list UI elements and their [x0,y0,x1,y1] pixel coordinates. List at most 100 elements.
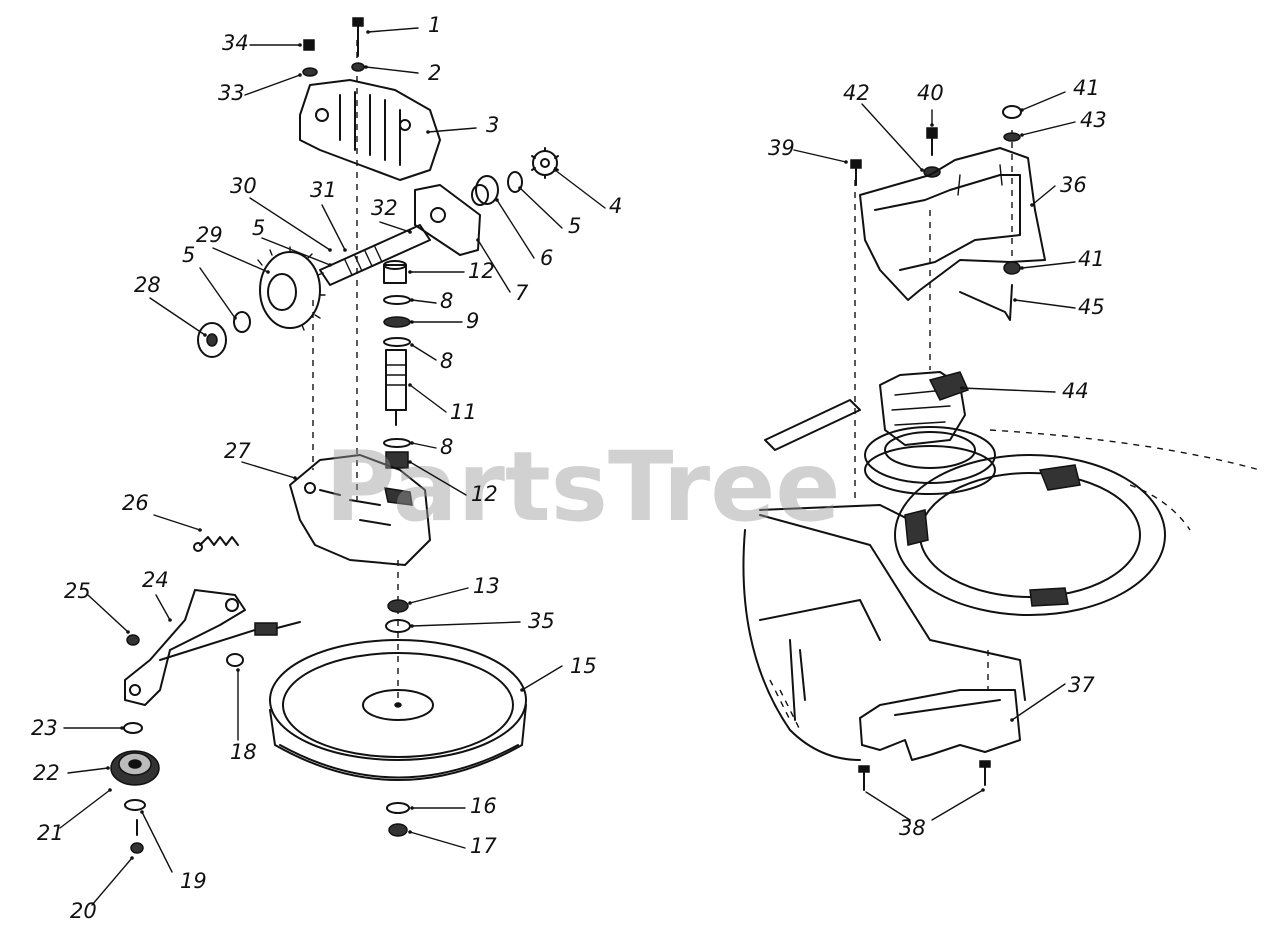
leader-arrow-c27 [293,476,297,480]
callout-c12b: 12 [471,482,498,506]
callout-c41b: 41 [1078,247,1105,271]
leader-arrow-c26 [198,528,202,532]
leader-line-c32 [379,221,411,233]
leader-arrow-c39 [844,160,848,164]
leader-arrow-c41b [1020,266,1024,270]
leader-line-c29 [212,247,269,273]
callout-c31: 31 [310,178,337,202]
leader-arrow-c6 [495,198,499,202]
auger-housing-assembly [742,105,1261,791]
callout-c8c: 8 [440,435,453,459]
leader-arrow-c18 [236,668,240,672]
callout-c45: 45 [1078,295,1105,319]
leader-line-c5a [519,187,563,229]
leader-arrow-c16 [410,806,414,810]
part-38-screws [858,760,991,791]
part-16-washer [386,802,410,814]
leader-arrow-c15 [520,688,524,692]
part-45-rod [959,284,1013,321]
part-housing-pulley [864,426,996,495]
part-20-bolt [130,819,144,854]
part-29-gear [257,246,326,331]
gearbox-assembly [110,17,559,854]
leader-line-c3 [427,127,477,133]
part-7-plate [414,184,481,256]
leader-line-c31 [321,204,346,251]
part-1-bolt [352,17,364,57]
callout-c6: 6 [540,246,553,270]
leader-line-c22 [67,767,109,774]
part-39-bolt [850,159,862,186]
callout-c4: 4 [609,194,622,218]
leader-line-c27 [241,461,296,479]
leader-arrow-c40 [930,123,934,127]
leader-line-c42 [861,103,923,171]
callout-c5a: 5 [568,214,581,238]
leader-line-c39 [793,149,847,163]
callout-c39: 39 [768,136,795,160]
leader-line-c7 [477,239,511,293]
leader-arrow-c3 [426,130,430,134]
callout-c30: 30 [230,174,257,198]
part-12-bushing-top [383,260,407,284]
leader-arrow-c5b [328,263,332,267]
part-18-nut [226,653,244,667]
part-24-idler-arm [124,589,246,706]
leader-arrow-c8a [410,298,414,302]
part-11-gear-shaft [385,349,407,426]
leader-line-c5c [199,267,236,319]
callout-c32: 32 [371,196,398,220]
leader-line-c26 [153,514,201,531]
leader-line-c24 [155,594,171,621]
leader-arrow-c41a [1020,108,1024,112]
callout-c16: 16 [470,794,497,818]
leader-line-c38-0 [865,791,911,821]
part-22-idler-pulley [110,750,160,786]
leader-arrow-c5c [233,316,237,320]
leader-line-c28 [149,297,206,336]
callout-c9: 9 [466,309,479,333]
leader-line-c19 [141,811,173,873]
leader-line-c30 [249,197,331,251]
leader-line-c41b [1021,261,1076,269]
part-27-lower-housing [289,454,431,566]
leader-arrow-c36 [1030,203,1034,207]
leader-line-c8b [411,344,437,361]
leader-line-c8c [411,442,437,449]
callout-c29: 29 [196,223,223,247]
leader-arrow-c19 [140,810,144,814]
leader-arrow-c12b [408,460,412,464]
leader-line-c21 [59,789,111,829]
leader-line-c17 [409,831,466,849]
leader-line-c8a [411,299,437,304]
part-6-bushing [471,175,499,206]
callout-c18: 18 [230,740,257,764]
part-8-washer-c [383,438,411,448]
leader-arrow-c8b [410,343,414,347]
leader-arrow-c29 [266,270,270,274]
callout-c37: 37 [1068,673,1095,697]
leader-arrow-c20 [130,856,134,860]
callout-c11: 11 [450,400,477,424]
part-3-housing-cover [299,79,441,181]
leader-line-c13 [409,587,469,604]
part-42-washer [923,166,941,178]
part-43-washer [1003,132,1021,142]
leader-arrow-c8c [410,441,414,445]
leader-arrow-c42 [920,168,924,172]
leader-arrow-c33 [298,73,302,77]
leader-arrow-c12a [408,270,412,274]
callout-c20: 20 [70,899,97,923]
part-25-nut [126,634,140,646]
callout-c41a: 41 [1073,76,1100,100]
leader-line-c38 [931,789,984,821]
leader-line-c44 [961,387,1056,393]
callout-c7: 7 [515,281,529,305]
callout-c28: 28 [134,273,161,297]
callout-c35: 35 [528,609,555,633]
leader-arrow-c24 [168,618,172,622]
leader-arrow-c25 [126,630,130,634]
leader-arrow-c1 [366,30,370,34]
callout-c44: 44 [1062,379,1089,403]
